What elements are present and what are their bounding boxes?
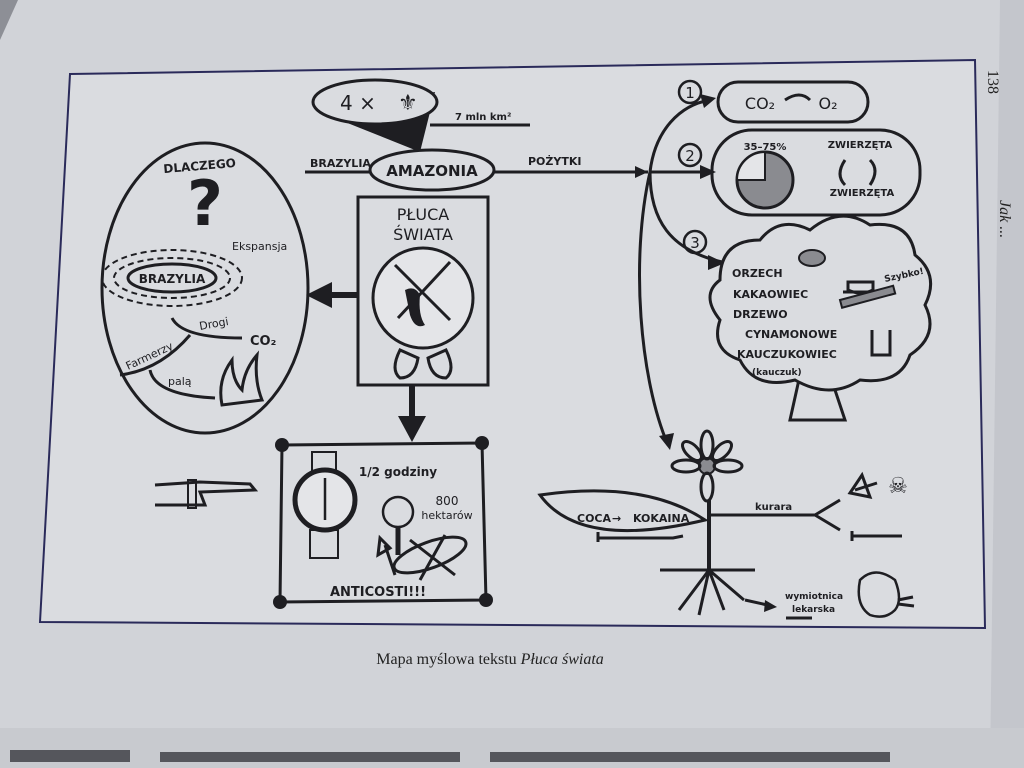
percent-label: 35–75% xyxy=(744,142,787,153)
walnut-icon xyxy=(798,249,826,267)
arrow-left-icon xyxy=(306,282,332,308)
next-page-text-fragment xyxy=(10,750,890,762)
dlaczego-label: DLACZEGO xyxy=(163,156,237,176)
svg-text:KAKAOWIEC: KAKAOWIEC xyxy=(733,288,808,301)
size-compare-label: 4 × xyxy=(340,91,376,115)
bow-arrow-icon xyxy=(847,471,878,499)
anticosti-island-icon xyxy=(392,535,468,575)
svg-text:(kauczuk): (kauczuk) xyxy=(752,368,802,378)
svg-text:Drogi: Drogi xyxy=(198,315,229,333)
benefit-1: 1 CO₂ O₂ xyxy=(677,79,870,124)
anticosti-label: ANTICOSTI!!! xyxy=(330,585,426,600)
svg-text:KAUCZUKOWIEC: KAUCZUKOWIEC xyxy=(737,348,837,361)
pinned-card: 1/2 godziny 800 hektarów ANTICOSTI!!! xyxy=(273,436,493,609)
svg-text:CYNAMONOWE: CYNAMONOWE xyxy=(745,328,837,341)
lungs-of-world-box: PŁUCA ŚWIATA xyxy=(356,195,490,387)
vomiting-person-icon xyxy=(857,571,901,618)
svg-text:KOKAINA: KOKAINA xyxy=(633,512,690,525)
number-badge: 1 xyxy=(685,84,695,102)
amazonia-label: AMAZONIA xyxy=(386,162,478,180)
arrow-right-icon: → xyxy=(612,512,621,525)
svg-text:ZWIERZĘTA: ZWIERZĘTA xyxy=(828,140,893,151)
svg-text:hektarów: hektarów xyxy=(421,509,472,522)
figure-caption: Mapa myślowa tekstu Płuca świata xyxy=(376,651,604,668)
svg-text:ORZECH: ORZECH xyxy=(732,267,783,280)
arrow-down-icon xyxy=(398,416,426,442)
svg-text:O₂: O₂ xyxy=(818,94,837,113)
brazylia-branch-label: BRAZYLIA xyxy=(310,157,371,170)
curare-syringe-icon xyxy=(850,531,902,541)
svg-text:DRZEWO: DRZEWO xyxy=(733,308,788,321)
plant-section: COCA → KOKAINA kurara ☠ wymiotnica lekar… xyxy=(537,429,915,620)
flower-icon xyxy=(670,429,744,503)
why-oval: DLACZEGO ? BRAZYLIA Ekspansja Drogi Farm… xyxy=(100,141,310,435)
svg-text:3: 3 xyxy=(690,234,700,252)
svg-text:2: 2 xyxy=(685,147,695,165)
svg-text:800: 800 xyxy=(436,494,459,508)
svg-text:BRAZYLIA: BRAZYLIA xyxy=(139,272,206,286)
lungs-icon xyxy=(393,348,453,380)
area-label: 7 mln km² xyxy=(455,112,511,123)
svg-text:palą: palą xyxy=(168,375,192,388)
benefit-2: 2 35–75% ZWIERZĘTA ZWIERZĘTA xyxy=(677,128,922,217)
kurara-label: kurara xyxy=(755,502,792,513)
svg-text:CO₂: CO₂ xyxy=(745,94,775,113)
svg-text:PŁUCA: PŁUCA xyxy=(397,205,450,224)
globe-icon xyxy=(371,246,475,350)
svg-text:CO₂: CO₂ xyxy=(250,334,276,349)
running-head: Jak ... xyxy=(996,200,1013,238)
pointing-hand-icon xyxy=(154,479,259,509)
fleur-de-lis-icon: ⚜ xyxy=(398,90,418,115)
emetic-label-line2: lekarska xyxy=(792,605,835,615)
rubber-boot-icon xyxy=(870,330,892,357)
syringe-icon xyxy=(596,532,684,542)
tree-crown-cloud xyxy=(708,214,933,392)
pozytki-branch-label: POŻYTKI xyxy=(528,154,581,168)
axe-icon xyxy=(376,534,397,576)
central-node: BRAZYLIA AMAZONIA POŻYTKI xyxy=(305,148,648,192)
svg-text:COCA: COCA xyxy=(577,512,611,525)
campfire-icon xyxy=(219,350,265,407)
question-mark-icon: ? xyxy=(187,167,223,240)
roots-icon xyxy=(677,568,745,616)
size-funnel: 4 × ⚜ 7 mln km² xyxy=(311,78,530,152)
cycle-arrows-icon xyxy=(838,158,877,187)
svg-text:ZWIERZĘTA: ZWIERZĘTA xyxy=(830,188,895,199)
ekspansja-label: Ekspansja xyxy=(232,240,287,253)
skull-crossbones-icon: ☠ xyxy=(888,473,908,498)
time-label: 1/2 godziny xyxy=(359,465,437,479)
emetic-label-line1: wymiotnica xyxy=(785,592,843,602)
svg-text:ŚWIATA: ŚWIATA xyxy=(393,225,453,244)
coca-leaf xyxy=(537,489,709,533)
page-number: 138 xyxy=(984,70,1001,94)
cinnamon-stick-icon xyxy=(838,284,897,309)
benefit-3-tree: 3 ORZECH KAKAOWIEC DRZEWO CYNAMONOWE KAU… xyxy=(682,214,933,422)
breath-lines-icon xyxy=(897,595,915,608)
